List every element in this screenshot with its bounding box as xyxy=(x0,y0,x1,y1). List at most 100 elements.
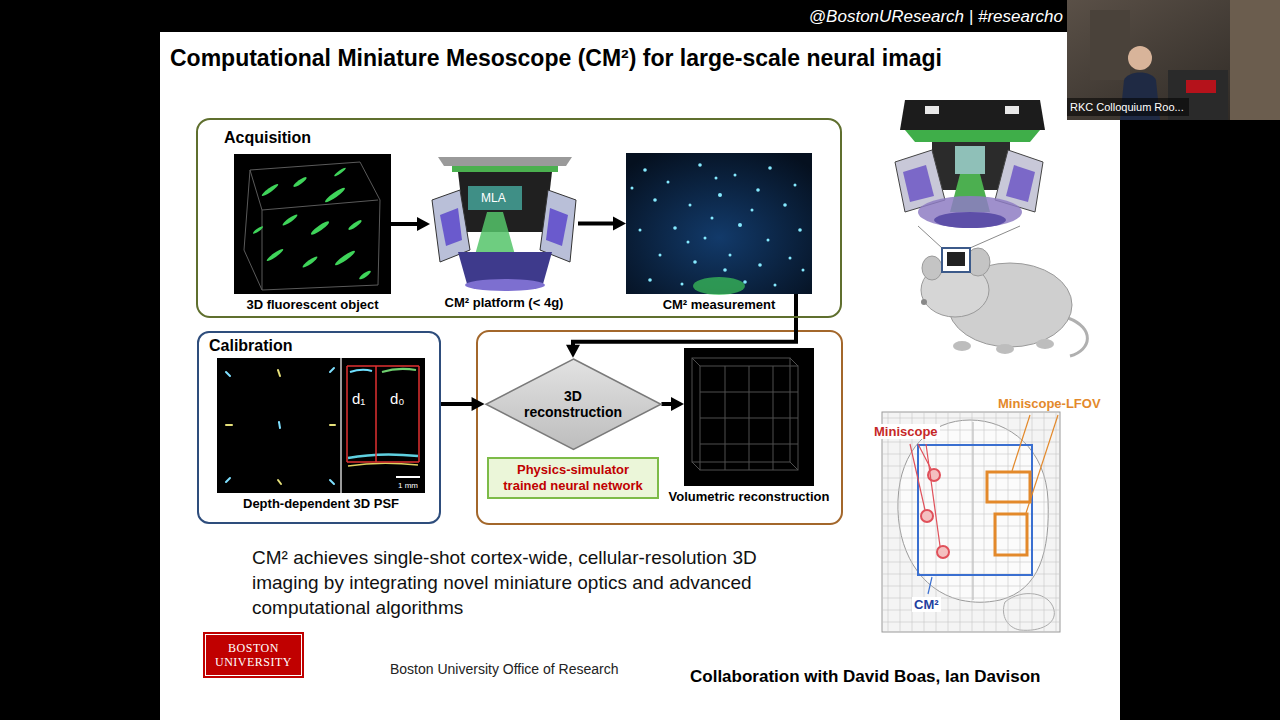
dimension-label: d₀ xyxy=(390,390,405,407)
psf-illustration xyxy=(330,424,335,426)
diamond-text: 3D reconstruction xyxy=(524,388,622,420)
brain-map xyxy=(1012,415,1058,513)
measurement-illustration xyxy=(743,280,747,284)
measurement-illustration xyxy=(723,268,727,272)
decision-diamond: 3D reconstruction xyxy=(485,358,662,450)
video-label: RKC Colloquium Roo... xyxy=(1070,101,1184,113)
measurement-illustration xyxy=(751,209,754,212)
process-box: Physics-simulator trained neural network xyxy=(487,457,659,499)
brain-map xyxy=(1026,415,1058,513)
brain-map xyxy=(882,412,1060,632)
measurement-illustration xyxy=(704,237,707,240)
platform-image: CM² platform (< 4g) xyxy=(430,155,578,292)
measurement-illustration xyxy=(693,277,745,295)
recon-panel xyxy=(477,331,842,524)
volume-illustration xyxy=(700,444,798,445)
object-illustration xyxy=(234,154,391,294)
webcam-inset xyxy=(1230,0,1280,120)
measurement-illustration xyxy=(698,163,702,167)
object-illustration xyxy=(310,220,331,237)
measurement-illustration xyxy=(758,263,762,267)
measurement-illustration xyxy=(659,254,662,257)
platform-illustration xyxy=(432,157,576,291)
measurement-illustration xyxy=(648,278,652,282)
measurement-illustration xyxy=(687,241,690,244)
brain-map xyxy=(995,514,1027,555)
measurement-illustration xyxy=(667,181,670,184)
psf-illustration xyxy=(350,370,372,372)
psf-illustration xyxy=(330,480,334,484)
object-illustration xyxy=(252,225,264,234)
image-caption: CM² platform (< 4g) xyxy=(445,295,564,310)
object-illustration xyxy=(334,249,357,267)
arrow-head xyxy=(472,397,485,411)
measurement-illustration xyxy=(673,226,677,230)
device-illustration xyxy=(1006,165,1035,202)
connector-line xyxy=(578,222,615,226)
brain-map xyxy=(898,420,1048,602)
psf-illustration xyxy=(226,424,232,426)
volume-illustration xyxy=(790,358,798,366)
measurement-illustration xyxy=(729,254,732,257)
platform-illustration xyxy=(440,208,462,246)
webcam-inset xyxy=(1067,98,1189,116)
panel-heading: Acquisition xyxy=(224,129,311,147)
volume-illustration xyxy=(700,366,798,470)
volume-image: Volumetric reconstruction xyxy=(684,348,814,486)
measurement-illustration xyxy=(715,177,718,180)
volume-illustration xyxy=(790,462,798,470)
mouse-illustration xyxy=(1068,318,1087,356)
psf-illustration xyxy=(375,366,377,462)
brain-map xyxy=(937,546,949,558)
platform-illustration xyxy=(432,190,470,262)
image-caption: Volumetric reconstruction xyxy=(669,489,830,504)
measurement-illustration xyxy=(783,203,787,207)
measurement-illustration xyxy=(794,184,797,187)
image-caption: Depth-dependent 3D PSF xyxy=(243,496,399,511)
connector-arrow xyxy=(566,294,796,358)
measurement-illustration xyxy=(774,284,777,287)
mouse-illustration xyxy=(918,226,1087,356)
box-text: Physics-simulator trained neural network xyxy=(495,462,651,494)
measurement-illustration xyxy=(789,257,792,260)
psf-illustration xyxy=(382,369,416,372)
calibration-panel: CalibrationDepth-dependent 3D PSF xyxy=(197,331,441,524)
mouse-illustration xyxy=(918,226,942,248)
mouse-illustration xyxy=(921,299,927,305)
image-caption: CM² measurement xyxy=(663,297,776,312)
psf-illustration xyxy=(347,365,419,367)
webcam-inset xyxy=(1067,0,1280,120)
volume-illustration xyxy=(684,348,814,486)
platform-illustration xyxy=(546,208,568,246)
map-label: Miniscope xyxy=(872,424,940,439)
volume-illustration xyxy=(692,358,700,366)
measurement-illustration xyxy=(756,188,760,192)
object-illustration xyxy=(301,255,318,269)
brain-map xyxy=(928,577,932,594)
psf-illustration xyxy=(226,372,230,376)
volume-illustration xyxy=(684,348,814,486)
measurement-illustration xyxy=(639,229,642,232)
acquisition-panel: Acquisition3D fluorescent objectCM² plat… xyxy=(196,118,842,318)
psf-illustration xyxy=(348,463,418,466)
brain-map xyxy=(1012,415,1030,471)
psf-illustration xyxy=(217,358,425,493)
scale-label: 1 mm xyxy=(398,481,418,490)
logo-text: BOSTON UNIVERSITY xyxy=(205,634,302,676)
device-illustration xyxy=(1005,106,1019,114)
psf-illustration xyxy=(226,368,335,484)
slide-title: Computational Miniature Mesoscope (CM²) … xyxy=(170,45,942,72)
footer-text: Boston University Office of Research xyxy=(390,661,619,677)
mouse-illustration xyxy=(947,252,965,266)
device-illustration xyxy=(918,196,1022,228)
psf-illustration xyxy=(279,422,280,428)
brain-map xyxy=(910,444,940,546)
brain-map xyxy=(973,422,974,600)
measurement-illustration xyxy=(626,153,812,294)
mouse-illustration xyxy=(996,344,1014,354)
measurement-illustration xyxy=(631,163,805,286)
webcam-inset xyxy=(1128,46,1152,70)
brain-map xyxy=(882,412,1060,632)
